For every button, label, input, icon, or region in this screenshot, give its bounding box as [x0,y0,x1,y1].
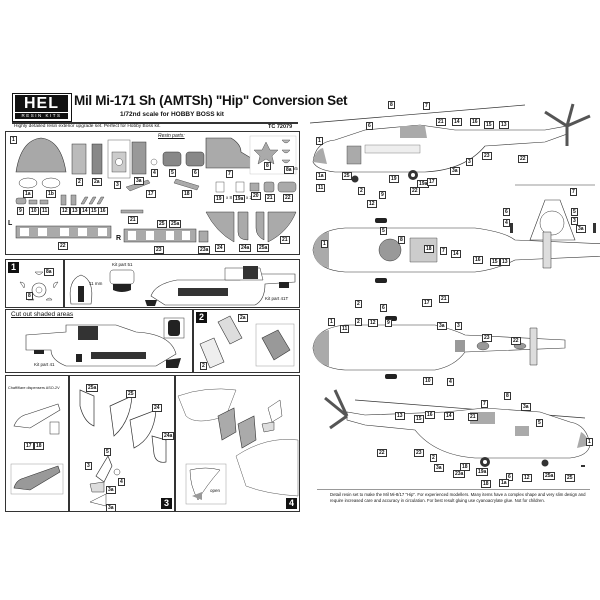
part-label: 25a [169,220,182,228]
cut-out-heading: Cut out shaded areas [11,311,74,318]
parts-drawing [15,135,297,243]
part-label: 11 [40,207,50,215]
part-label: 21 [265,194,275,202]
product-code: TC 72079 [268,124,293,130]
logo-main: HEL [15,95,68,112]
resin-parts-heading: Resin parts: [158,133,185,139]
part-label: 1b [46,190,56,198]
step-3-panel: 25a 25 24 24a 5 3 4 3a 3a 3 [69,375,175,512]
part-label: 25 [157,220,167,228]
step-number: 4 [286,498,297,509]
part-label: 19 [214,195,224,203]
footer-note: Detail resin set to make the Mil Mi-8/17… [330,492,586,503]
part-label: 22 [58,242,68,250]
part-label: 8 [264,162,271,170]
helicopter-views [309,103,600,490]
part-label: 23a [198,246,211,254]
part-label: 2a [92,178,102,186]
step-number: 1 [8,262,19,273]
part-label: 6 [192,169,199,177]
step-1-panel: 1 8a 8 [5,259,64,308]
logo-sub: RESIN KITS [15,113,68,119]
part-label: 3a [134,177,144,185]
tagline: Highly detailed resin exterior upgrade s… [14,124,161,129]
part-label: 3 [114,181,121,189]
part-label: 19a [233,195,246,203]
heli-logo: HEL RESIN KITS [12,93,72,122]
part-label: 13 [70,207,80,215]
part-label: 23 [154,246,164,254]
part-label: 16 [98,207,108,215]
part-label: 4 [151,169,158,177]
subtitle: 1/72nd scale for HOBBY BOSS kit [120,111,224,118]
step-2-panel: 2 2a 2 [193,309,300,373]
part-label: 21 [280,236,290,244]
page-title: Mil Mi-171 Sh (AMTSh) "Hip" Conversion S… [74,93,348,108]
step-1-fuselage-panel: 11 mm Kit part 51 Kit part 41T [64,259,300,308]
part-label: 1 [10,136,17,144]
part-label: 24a [239,244,252,252]
part-label: 21 [128,216,138,224]
part-label: 8a [284,166,294,174]
part-label: 22 [283,194,293,202]
flare-dispenser-panel: Chaff/flare dispensers ASO-2V 17 18 [5,375,69,512]
cut-out-panel: Cut out shaded areas Kit part 41 [5,309,193,373]
part-label: 12 [60,207,70,215]
part-label: 1a [23,190,33,198]
part-label: 2 [76,178,83,186]
part-label: 9 [17,207,24,215]
parts-panel: Resin parts: [5,131,300,255]
part-label: 25a [257,244,270,252]
part-label: 20 [251,192,261,200]
part-label: 24 [215,244,225,252]
step-number: 3 [161,498,172,509]
part-label: 18 [182,190,192,198]
part-label: 5 [169,169,176,177]
step-4-panel: open 4 [175,375,300,512]
part-label: 7 [226,170,233,178]
step-number: 2 [196,312,207,323]
part-label: 10 [29,207,39,215]
part-label: 17 [146,190,156,198]
divider [12,122,298,124]
